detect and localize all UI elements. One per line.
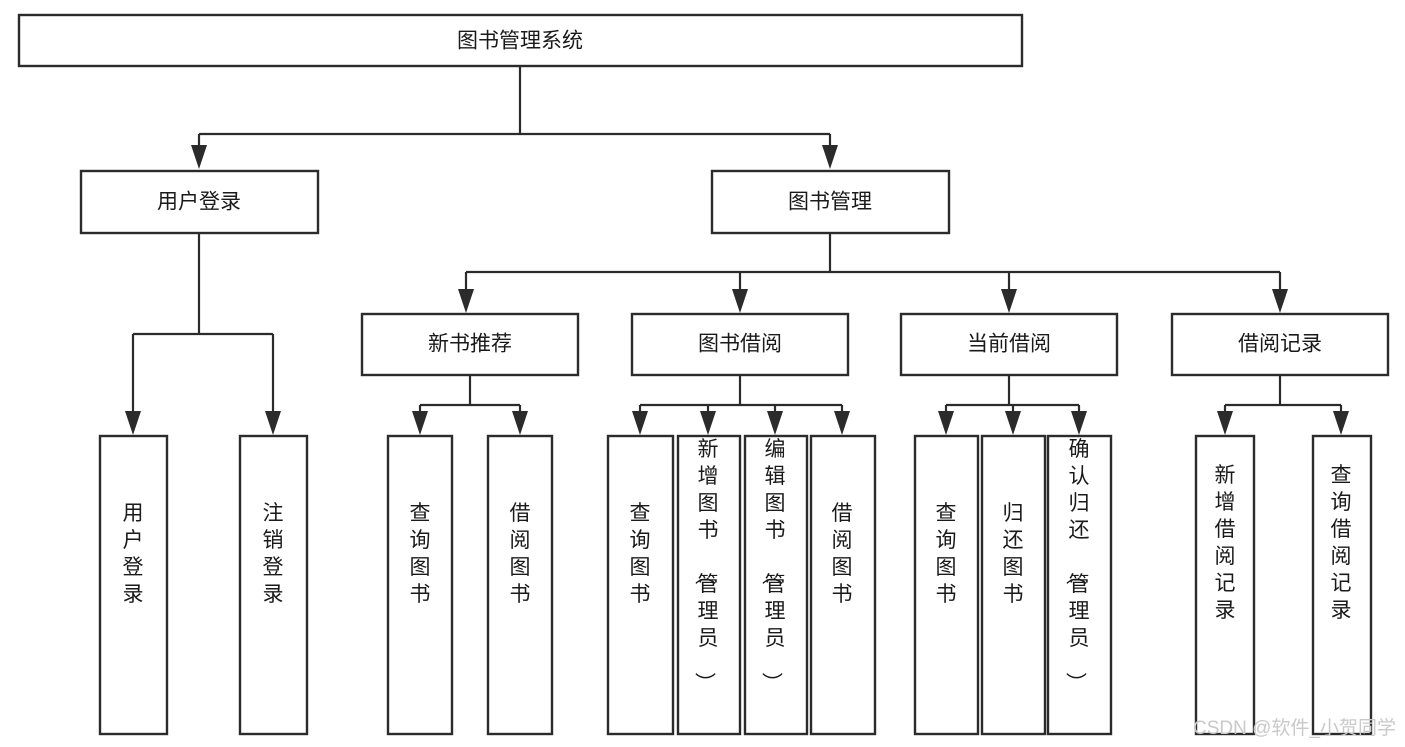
arrowhead-current-borrow xyxy=(1001,289,1017,313)
node-book-management-box[interactable] xyxy=(710,169,951,235)
arrowhead-book-management xyxy=(822,145,838,169)
node-book-management[interactable]: 图书管理 xyxy=(710,169,951,235)
node-book-management-label: 图书管理 xyxy=(788,191,872,214)
watermark-label: CSDN @软件_小贺同学 xyxy=(1193,717,1396,739)
connector-layer xyxy=(125,67,1349,435)
leaf-edit-book-box[interactable] xyxy=(743,434,809,736)
leaf-user-login[interactable]: 用户登录 xyxy=(98,434,169,736)
leaf-query-book-1-label: 查询图书 xyxy=(410,502,431,606)
leaf-add-book-label: 新增图书（管理员） xyxy=(693,438,719,693)
leaf-borrow-book-2-label: 借阅图书 xyxy=(832,502,853,606)
arrowhead-leaf-borrow-book-1 xyxy=(512,411,528,435)
node-new-book-recommend-box[interactable] xyxy=(360,312,580,377)
node-borrow-record-box[interactable] xyxy=(1170,312,1390,377)
node-user-login-label: 用户登录 xyxy=(157,191,241,214)
leaf-query-book-1[interactable]: 查询图书 xyxy=(386,434,454,736)
leaf-logout-login-label: 注销登录 xyxy=(263,502,284,606)
leaf-add-book-box[interactable] xyxy=(676,434,742,736)
node-root-box[interactable] xyxy=(17,13,1024,68)
leaf-query-book-3-box[interactable] xyxy=(913,434,980,736)
arrowhead-leaf-add-record xyxy=(1217,411,1233,435)
leaf-edit-book-label: 编辑图书（管理员） xyxy=(760,438,786,693)
node-book-borrow-box[interactable] xyxy=(630,312,850,377)
leaf-query-book-3[interactable]: 查询图书 xyxy=(913,434,980,736)
arrowhead-borrow-record xyxy=(1272,289,1288,313)
node-user-login-box[interactable] xyxy=(79,169,320,235)
node-new-book-recommend[interactable]: 新书推荐 xyxy=(360,312,580,377)
leaf-borrow-book-2-box[interactable] xyxy=(809,434,877,736)
arrowhead-book-borrow xyxy=(732,289,748,313)
node-root[interactable]: 图书管理系统 xyxy=(17,13,1024,68)
leaf-query-record-label: 查询借阅记录 xyxy=(1331,464,1352,622)
arrowhead-leaf-return-book xyxy=(1005,411,1021,435)
arrowhead-leaf-edit-book xyxy=(767,411,783,435)
node-current-borrow[interactable]: 当前借阅 xyxy=(899,312,1119,377)
leaf-query-book-2[interactable]: 查询图书 xyxy=(606,434,675,736)
leaf-query-book-2-box[interactable] xyxy=(606,434,675,736)
leaf-return-book-box[interactable] xyxy=(980,434,1047,736)
node-book-borrow-label: 图书借阅 xyxy=(698,333,782,356)
leaf-borrow-book-1-box[interactable] xyxy=(486,434,554,736)
leaf-confirm-return-box[interactable] xyxy=(1046,434,1113,736)
leaf-return-book-label: 归还图书 xyxy=(1003,502,1024,606)
leaf-borrow-book-2[interactable]: 借阅图书 xyxy=(809,434,877,736)
leaf-add-record-label: 新增借阅记录 xyxy=(1215,464,1236,622)
leaf-confirm-return-label: 确认归还（管理员） xyxy=(1064,438,1090,693)
leaf-query-record-box[interactable] xyxy=(1311,434,1373,736)
leaf-query-book-2-label: 查询图书 xyxy=(630,502,651,606)
arrowhead-leaf-query-record xyxy=(1333,411,1349,435)
node-borrow-record[interactable]: 借阅记录 xyxy=(1170,312,1390,377)
leaf-borrow-book-1-label: 借阅图书 xyxy=(510,502,531,606)
leaf-user-login-box[interactable] xyxy=(98,434,169,736)
leaf-add-record[interactable]: 新增借阅记录 xyxy=(1194,434,1256,736)
node-current-borrow-box[interactable] xyxy=(899,312,1119,377)
arrowhead-leaf-query-book-2 xyxy=(632,411,648,435)
leaf-query-record[interactable]: 查询借阅记录 xyxy=(1311,434,1373,736)
leaf-user-login-label: 用户登录 xyxy=(123,502,144,606)
arrowhead-leaf-query-book-3 xyxy=(938,411,954,435)
leaf-borrow-book-1[interactable]: 借阅图书 xyxy=(486,434,554,736)
arrowhead-user-login xyxy=(191,145,207,169)
arrowhead-leaf-add-book xyxy=(700,411,716,435)
arrowhead-leaf-logout-login xyxy=(265,411,281,435)
leaf-add-record-box[interactable] xyxy=(1194,434,1256,736)
node-user-login[interactable]: 用户登录 xyxy=(79,169,320,235)
arrowhead-leaf-confirm-return xyxy=(1071,411,1087,435)
node-root-label: 图书管理系统 xyxy=(457,30,583,53)
arrowhead-new-book-recommend xyxy=(458,289,474,313)
leaf-edit-book[interactable]: 编辑图书（管理员） xyxy=(743,434,809,736)
leaf-add-book[interactable]: 新增图书（管理员） xyxy=(676,434,742,736)
node-current-borrow-label: 当前借阅 xyxy=(967,333,1051,356)
leaf-query-book-3-label: 查询图书 xyxy=(936,502,957,606)
arrowhead-leaf-borrow-book-2 xyxy=(834,411,850,435)
arrowhead-leaf-query-book-1 xyxy=(412,411,428,435)
leaf-return-book[interactable]: 归还图书 xyxy=(980,434,1047,736)
node-book-borrow[interactable]: 图书借阅 xyxy=(630,312,850,377)
node-new-book-recommend-label: 新书推荐 xyxy=(428,333,512,356)
arrowhead-leaf-user-login xyxy=(125,411,141,435)
leaf-confirm-return[interactable]: 确认归还（管理员） xyxy=(1046,434,1113,736)
leaf-query-book-1-box[interactable] xyxy=(386,434,454,736)
leaf-logout-login-box[interactable] xyxy=(238,434,309,736)
leaf-logout-login[interactable]: 注销登录 xyxy=(238,434,309,736)
node-borrow-record-label: 借阅记录 xyxy=(1238,333,1322,356)
